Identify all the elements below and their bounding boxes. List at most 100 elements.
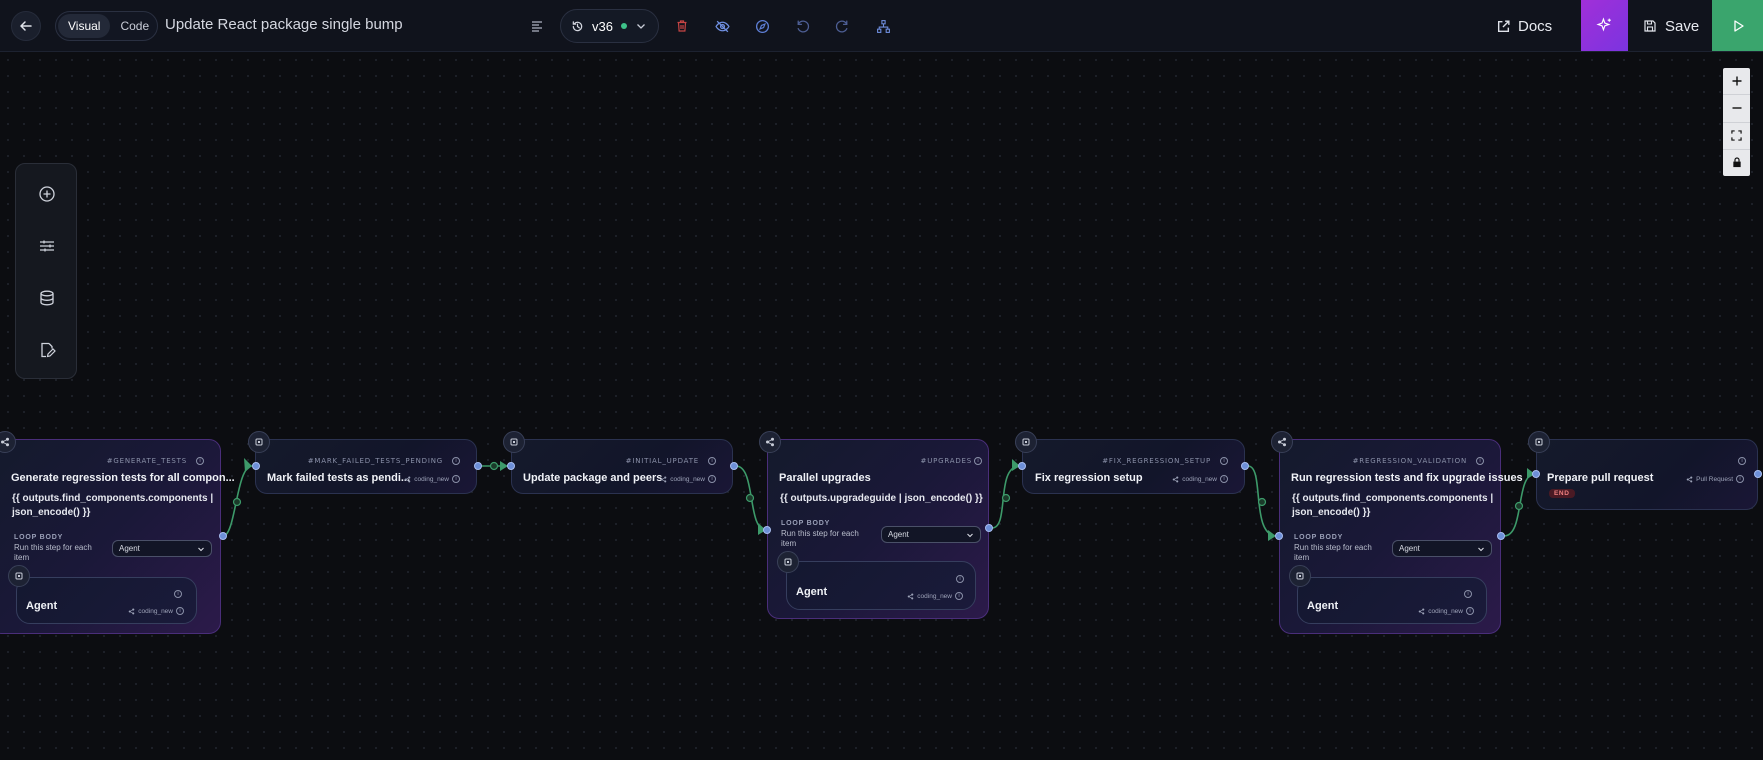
info-icon[interactable]: i	[1220, 475, 1228, 483]
redo-button[interactable]	[830, 14, 854, 38]
input-port[interactable]	[252, 462, 260, 470]
mode-toggle: Visual Code	[55, 11, 158, 41]
version-selector[interactable]: v36	[560, 9, 659, 43]
info-icon[interactable]: i	[1476, 457, 1484, 465]
output-port[interactable]	[1241, 462, 1249, 470]
info-icon[interactable]: i	[956, 575, 964, 583]
agent-tag: coding_new i	[660, 475, 716, 483]
loop-agent-select[interactable]: Agent	[1392, 540, 1492, 557]
back-button[interactable]	[11, 11, 41, 41]
node-prepare-pull-request[interactable]: i Prepare pull request Pull Request i EN…	[1536, 439, 1758, 510]
info-icon[interactable]: i	[176, 607, 184, 615]
settings-button[interactable]	[31, 230, 63, 262]
share-icon	[1172, 476, 1179, 482]
input-port[interactable]	[507, 462, 515, 470]
plus-icon	[1732, 76, 1741, 86]
agent-tag: Pull Request i	[1686, 475, 1744, 483]
info-icon[interactable]: i	[974, 457, 982, 465]
info-icon[interactable]: i	[1220, 457, 1228, 465]
agent-tag: coding_new i	[404, 475, 460, 483]
mode-code-tab[interactable]: Code	[120, 19, 150, 33]
info-icon[interactable]: i	[1464, 590, 1472, 598]
node-initial-update[interactable]: #INITIAL_UPDATE i Update package and pee…	[511, 439, 733, 494]
output-port[interactable]	[730, 462, 738, 470]
node-id: #MARK_FAILED_TESTS_PENDING	[307, 457, 443, 465]
inner-agent-title: Agent	[26, 600, 58, 612]
sparkle-icon	[1596, 17, 1611, 32]
fit-view-button[interactable]	[1723, 123, 1750, 150]
run-button[interactable]	[1712, 0, 1763, 51]
info-icon[interactable]: i	[196, 457, 204, 465]
share-icon	[907, 593, 914, 599]
inner-agent-title: Agent	[1307, 600, 1339, 612]
hide-button[interactable]	[710, 14, 734, 38]
input-port[interactable]	[1275, 532, 1283, 540]
node-parallel-upgrades[interactable]: #UPGRADES i Parallel upgrades {{ outputs…	[767, 439, 989, 619]
share-icon	[128, 608, 135, 614]
share-icon	[660, 476, 667, 482]
info-icon[interactable]: i	[1466, 607, 1474, 615]
agent-tag-label: coding_new	[917, 592, 952, 600]
output-port[interactable]	[1754, 470, 1762, 478]
info-icon[interactable]: i	[1736, 475, 1744, 483]
lock-canvas-button[interactable]	[1723, 150, 1750, 176]
left-toolbar	[15, 163, 77, 379]
input-port[interactable]	[1018, 462, 1026, 470]
undo-button[interactable]	[790, 14, 814, 38]
add-node-button[interactable]	[31, 178, 63, 210]
node-mark-failed-tests[interactable]: #MARK_FAILED_TESTS_PENDING i Mark failed…	[255, 439, 477, 494]
input-port[interactable]	[1532, 470, 1540, 478]
back-arrow-icon	[20, 21, 32, 31]
workflow-canvas[interactable]	[0, 52, 1763, 760]
node-type-badge	[503, 431, 525, 453]
loop-agent-select[interactable]: Agent	[881, 526, 981, 543]
zoom-in-button[interactable]	[1723, 68, 1750, 96]
expression-line: {{ outputs.find_components.components |	[1292, 493, 1494, 504]
end-badge: END	[1549, 489, 1575, 498]
zoom-out-button[interactable]	[1723, 95, 1750, 123]
inner-agent-node[interactable]: Agent i coding_new i	[786, 561, 976, 610]
info-icon[interactable]: i	[1738, 457, 1746, 465]
auto-layout-button[interactable]	[871, 14, 895, 38]
hierarchy-icon	[876, 19, 890, 33]
share-icon	[1418, 608, 1425, 614]
inner-agent-node[interactable]: Agent i coding_new i	[16, 577, 197, 624]
node-regression-validation[interactable]: #REGRESSION_VALIDATION i Run regression …	[1279, 439, 1523, 634]
node-fix-regression-setup[interactable]: #FIX_REGRESSION_SETUP i Fix regression s…	[1022, 439, 1245, 494]
play-icon	[1733, 19, 1744, 32]
node-id: #INITIAL_UPDATE	[625, 457, 699, 465]
node-type-badge	[777, 551, 799, 573]
delete-button[interactable]	[670, 14, 694, 38]
info-icon[interactable]: i	[174, 590, 182, 598]
outline-button[interactable]	[525, 14, 549, 38]
navigate-button[interactable]	[750, 14, 774, 38]
output-port[interactable]	[1497, 532, 1505, 540]
info-icon[interactable]: i	[452, 457, 460, 465]
agent-tag-label: Pull Request	[1696, 475, 1733, 483]
node-title: Fix regression setup	[1035, 472, 1143, 484]
mode-visual-tab[interactable]: Visual	[58, 14, 111, 38]
data-store-button[interactable]	[31, 282, 63, 314]
node-type-badge	[759, 431, 781, 453]
compass-icon	[755, 19, 769, 33]
output-port[interactable]	[985, 524, 993, 532]
save-button[interactable]: Save	[1643, 13, 1699, 39]
node-type-badge	[1015, 431, 1037, 453]
sliders-icon	[40, 240, 54, 252]
docs-button[interactable]: Docs	[1496, 13, 1552, 39]
node-id: #FIX_REGRESSION_SETUP	[1102, 457, 1211, 465]
ai-assistant-button[interactable]	[1581, 0, 1628, 51]
info-icon[interactable]: i	[955, 592, 963, 600]
edit-file-button[interactable]	[31, 334, 63, 366]
info-icon[interactable]: i	[452, 475, 460, 483]
node-generate-tests[interactable]: #GENERATE_TESTS i Generate regression te…	[0, 439, 235, 634]
info-icon[interactable]: i	[708, 457, 716, 465]
loop-agent-select[interactable]: Agent	[112, 540, 212, 557]
output-port[interactable]	[474, 462, 482, 470]
output-port[interactable]	[219, 532, 227, 540]
node-title: Update package and peers	[523, 472, 663, 484]
input-port[interactable]	[763, 526, 771, 534]
chevron-down-icon	[637, 24, 645, 29]
inner-agent-node[interactable]: Agent i coding_new i	[1297, 577, 1487, 624]
info-icon[interactable]: i	[708, 475, 716, 483]
